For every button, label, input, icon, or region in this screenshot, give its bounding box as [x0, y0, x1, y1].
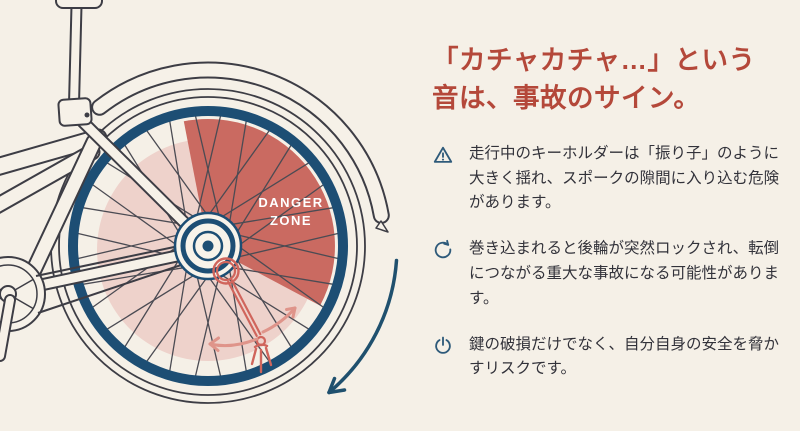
- page-title-line1: 「カチャカチャ…」という: [432, 45, 756, 75]
- danger-zone-label-line1: DANGER: [258, 195, 323, 210]
- bike-frame: [0, 0, 214, 300]
- text-panel: 「カチャカチャ…」という 音は、事故のサイン。 走行中のキーホルダーは「振り子」…: [432, 42, 782, 403]
- rear-fender: [91, 61, 390, 233]
- spokes: [77, 115, 339, 377]
- bicycle-illustration: DANGER ZONE: [0, 0, 399, 404]
- key: [227, 279, 273, 374]
- keyring: [212, 257, 240, 285]
- chainring: [0, 256, 46, 362]
- page-title: 「カチャカチャ…」という 音は、事故のサイン。: [432, 42, 782, 118]
- bullet-pendulum-risk: 走行中のキーホルダーは「振り子」のように大きく揺れ、スポークの隙間に入り込む危険…: [432, 142, 782, 216]
- chain: [35, 241, 203, 314]
- bullet-text: 鍵の破損だけでなく、自分自身の安全を脅かすリスクです。: [469, 335, 780, 378]
- bullet-safety-risk: 鍵の破損だけでなく、自分自身の安全を脅かすリスクです。: [432, 333, 782, 383]
- bullet-wheel-lock: 巻き込まれると後輪が突然ロックされ、転倒につながる重大な事故になる可能性がありま…: [432, 237, 782, 311]
- rotation-arrow-icon: [432, 237, 456, 311]
- saddle-clamp: [55, 0, 103, 9]
- danger-zone-label-line2: ZONE: [270, 213, 312, 228]
- seatpost-clamp: [57, 97, 93, 127]
- power-icon: [432, 333, 456, 383]
- page-title-line2: 音は、事故のサイン。: [432, 82, 701, 113]
- wheel-hub: [173, 211, 243, 281]
- wheel-rim: [68, 106, 348, 386]
- warning-triangle-icon: [432, 142, 456, 216]
- swing-arrows: [208, 306, 297, 352]
- rotation-arrow: [327, 258, 399, 395]
- danger-zone-red-sector: [183, 118, 335, 306]
- bullet-text: 巻き込まれると後輪が突然ロックされ、転倒につながる重大な事故になる可能性がありま…: [469, 240, 780, 307]
- bullet-text: 走行中のキーホルダーは「振り子」のように大きく揺れ、スポークの隙間に入り込む危険…: [469, 144, 780, 212]
